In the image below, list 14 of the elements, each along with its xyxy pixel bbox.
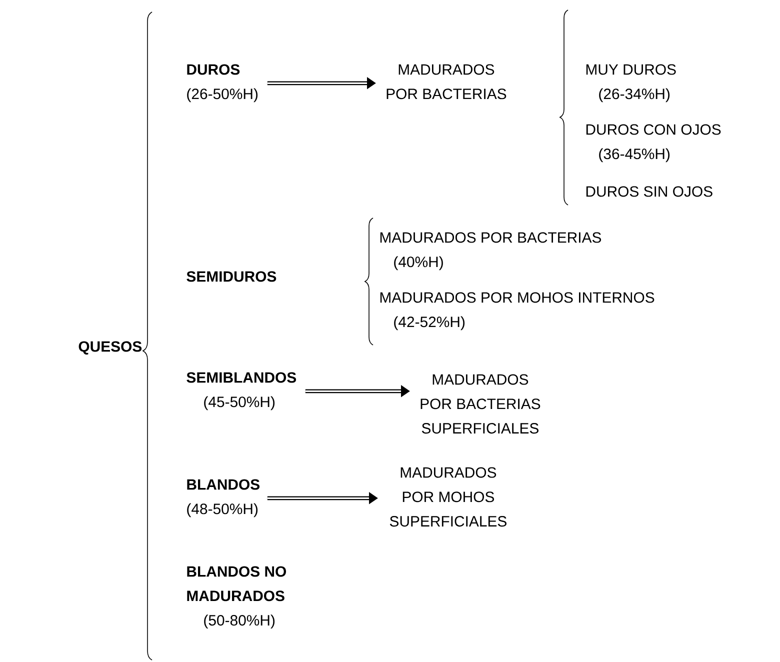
category-label: DUROS (26-50%H) bbox=[187, 64, 258, 102]
category-label: SEMIDUROS bbox=[186, 271, 276, 282]
text-label: MADURADOS POR BACTERIAS bbox=[386, 64, 506, 100]
text-label: MADURADOS POR MOHOS SUPERFICIALES bbox=[390, 467, 506, 527]
category-label: BLANDOS (48-50%H) bbox=[187, 479, 260, 518]
category-label: SEMIBLANDOS (45-50%H) bbox=[186, 372, 296, 410]
text-label: DUROS CON OJOS (36-45%H) bbox=[586, 124, 721, 162]
text-label: DUROS SIN OJOS bbox=[586, 186, 712, 197]
text-label: MUY DUROS (26-34%H) bbox=[586, 64, 676, 102]
text-label: MADURADOS POR BACTERIAS SUPERFICIALES bbox=[420, 374, 540, 434]
text-label: MADURADOS POR BACTERIAS (40%H) bbox=[380, 232, 602, 270]
text-label: MADURADOS POR MOHOS INTERNOS (42-52%H) bbox=[380, 292, 654, 330]
category-label: BLANDOS NO MADURADOS (50-80%H) bbox=[187, 566, 286, 629]
category-label: QUESOS bbox=[78, 341, 142, 355]
